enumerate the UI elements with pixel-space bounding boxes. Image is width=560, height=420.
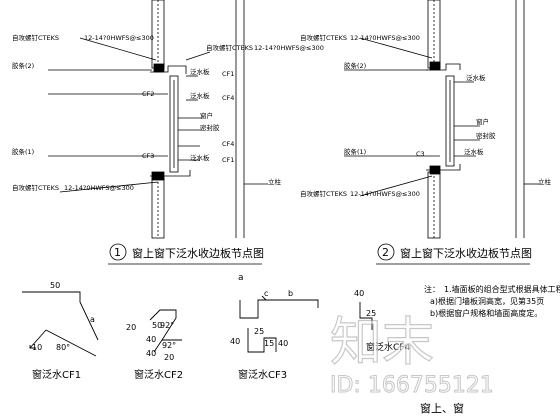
d1-sealant-bot: 胶条(1)	[12, 147, 34, 156]
cf3-dim-25: 25	[254, 327, 264, 336]
cf2-dim-2: 50	[152, 321, 162, 330]
notes-title: 注：	[424, 284, 440, 294]
d1-screw-spec-top: 12-14?0HWFS@≤300	[84, 34, 154, 42]
cf1-dim-angle: 80°	[56, 343, 70, 352]
window-frame-1	[169, 75, 179, 173]
profile-cf1	[22, 291, 99, 357]
detail-2-labels: 自攻螺钉CTEKS 12-14?0HWFS@≤300 胶条(2) 泛水板 窗户 …	[300, 33, 552, 198]
d2-c3: C3	[416, 150, 425, 158]
profile-cf2-dims: 20 50 92° 40 92° 40 20 窗泛水CF2	[126, 321, 183, 381]
watermark: 知末 ID: 166755121	[329, 312, 494, 398]
profile-cf4	[359, 302, 373, 330]
cf1-dim-a: a	[90, 315, 95, 324]
d1-title: 窗上窗下泛水收边板节点图	[132, 246, 264, 260]
detail-1	[48, 0, 268, 239]
d1-cf4-a: CF4	[222, 94, 234, 102]
window-frame-2	[445, 75, 455, 167]
d2-sealant-bot: 胶条(1)	[344, 147, 366, 156]
cf2-dim-6: 40	[146, 349, 156, 358]
d1-flashing-a: 泛水板	[190, 67, 210, 76]
cf3-dim-40b: 40	[278, 339, 288, 348]
d2-flashing-a: 泛水板	[466, 73, 486, 82]
profile-cf2	[149, 309, 182, 353]
profile-cf3	[239, 295, 319, 353]
d1-flashing-c: 泛水板	[190, 153, 210, 162]
d1-right-tag: 立柱	[268, 177, 282, 186]
d2-screw-spec-top: 12-14?0HWFS@≤300	[350, 34, 420, 42]
d1-screw-label-top: 自攻螺钉CTEKS	[12, 33, 59, 42]
cf2-label: 窗泛水CF2	[134, 368, 183, 381]
d1-sealant-mid: 密封胶	[200, 123, 220, 132]
d1-cf4-b: CF4	[222, 140, 234, 148]
cf2-dim-4: 40	[146, 335, 156, 344]
d2-screw-label-top: 自攻螺钉CTEKS	[300, 33, 347, 42]
cf3-dim-c: c	[264, 289, 268, 298]
d2-screw-label-bot: 自攻螺钉CTEKS	[300, 189, 347, 198]
detail-2	[344, 0, 540, 239]
d2-title: 窗上窗下泛水收边板节点图	[400, 246, 532, 260]
detail-1-title: 1 窗上窗下泛水收边板节点图	[108, 243, 264, 265]
d2-sealant-top: 胶条(2)	[344, 61, 366, 70]
cf3-dim-b: b	[288, 289, 293, 298]
watermark-id: ID: 166755121	[330, 373, 494, 398]
watermark-logo: 知末	[330, 313, 434, 373]
notes-line-3: b)根据窗户规格和墙面高度定。	[430, 308, 542, 318]
d2-flashing-b: 泛水板	[464, 147, 484, 156]
cf2-dim-5: 92°	[162, 341, 176, 350]
cf3-label: 窗泛水CF3	[238, 368, 287, 381]
cf4-dim-25: 25	[366, 309, 376, 318]
cf1-dim-left: 10	[32, 343, 42, 352]
detail-2-title: 2 窗上窗下泛水收边板节点图	[376, 243, 532, 265]
d2-number: 2	[382, 246, 389, 259]
d1-screw-label-mid: 自攻螺钉CTEKS	[206, 43, 253, 52]
cf1-dim-top: 50	[50, 281, 60, 290]
cf2-dim-7: 20	[164, 353, 174, 362]
cf3-extra: a	[238, 273, 244, 283]
notes-line-1: 1.墙面板的组合型式根据具体工程	[444, 284, 560, 294]
cf2-dim-1: 20	[126, 323, 136, 332]
d1-cf1-bot: CF1	[222, 156, 234, 164]
d2-sealant-mid: 密封胶	[476, 131, 496, 140]
d1-sealant-top: 胶条(2)	[12, 61, 34, 70]
detail-1-labels: 自攻螺钉CTEKS 12-14?0HWFS@≤300 自攻螺钉CTEKS 12-…	[12, 33, 324, 192]
cf1-label: 窗泛水CF1	[32, 368, 81, 381]
d1-screw-spec-bot: 12-14?0HWFS@≤300	[64, 184, 134, 192]
d1-number: 1	[114, 246, 121, 259]
d2-screw-spec-bot: 12-14?0HWFS@≤300	[350, 190, 420, 198]
cf4-label: 窗泛水CF4	[366, 341, 410, 353]
d1-cf3: CF3	[142, 152, 154, 160]
notes-line-2: a)根据门墙板洞高宽，见第35页	[430, 296, 544, 306]
profile-cf4-dims: 40 25 窗泛水CF4	[354, 289, 410, 353]
d1-cf1-top: CF1	[222, 70, 234, 78]
cf2-dim-3: 92°	[160, 321, 174, 330]
profile-cf3-dims: c b 40 25 15 40 窗泛水CF3 a	[230, 273, 293, 381]
cf3-dim-40: 40	[230, 337, 240, 346]
d1-cf2: CF2	[142, 90, 154, 98]
d2-window: 窗户	[476, 117, 489, 126]
d1-screw-spec-mid: 12-14?0HWFS@≤300	[254, 44, 324, 52]
profile-cf1-dims: 50 10 80° a 窗泛水CF1	[32, 281, 95, 381]
cf3-dim-15: 15	[264, 339, 274, 348]
cf4-dim-40: 40	[354, 289, 364, 298]
partial-caption: 窗上、窗	[420, 401, 464, 415]
d2-right-tag: 立柱	[538, 177, 552, 186]
d1-flashing-b: 泛水板	[190, 91, 210, 100]
d1-screw-label-bot: 自攻螺钉CTEKS	[12, 183, 59, 192]
d1-window: 窗户	[200, 111, 213, 120]
notes: 注： 1.墙面板的组合型式根据具体工程 a)根据门墙板洞高宽，见第35页 b)根…	[424, 284, 560, 318]
